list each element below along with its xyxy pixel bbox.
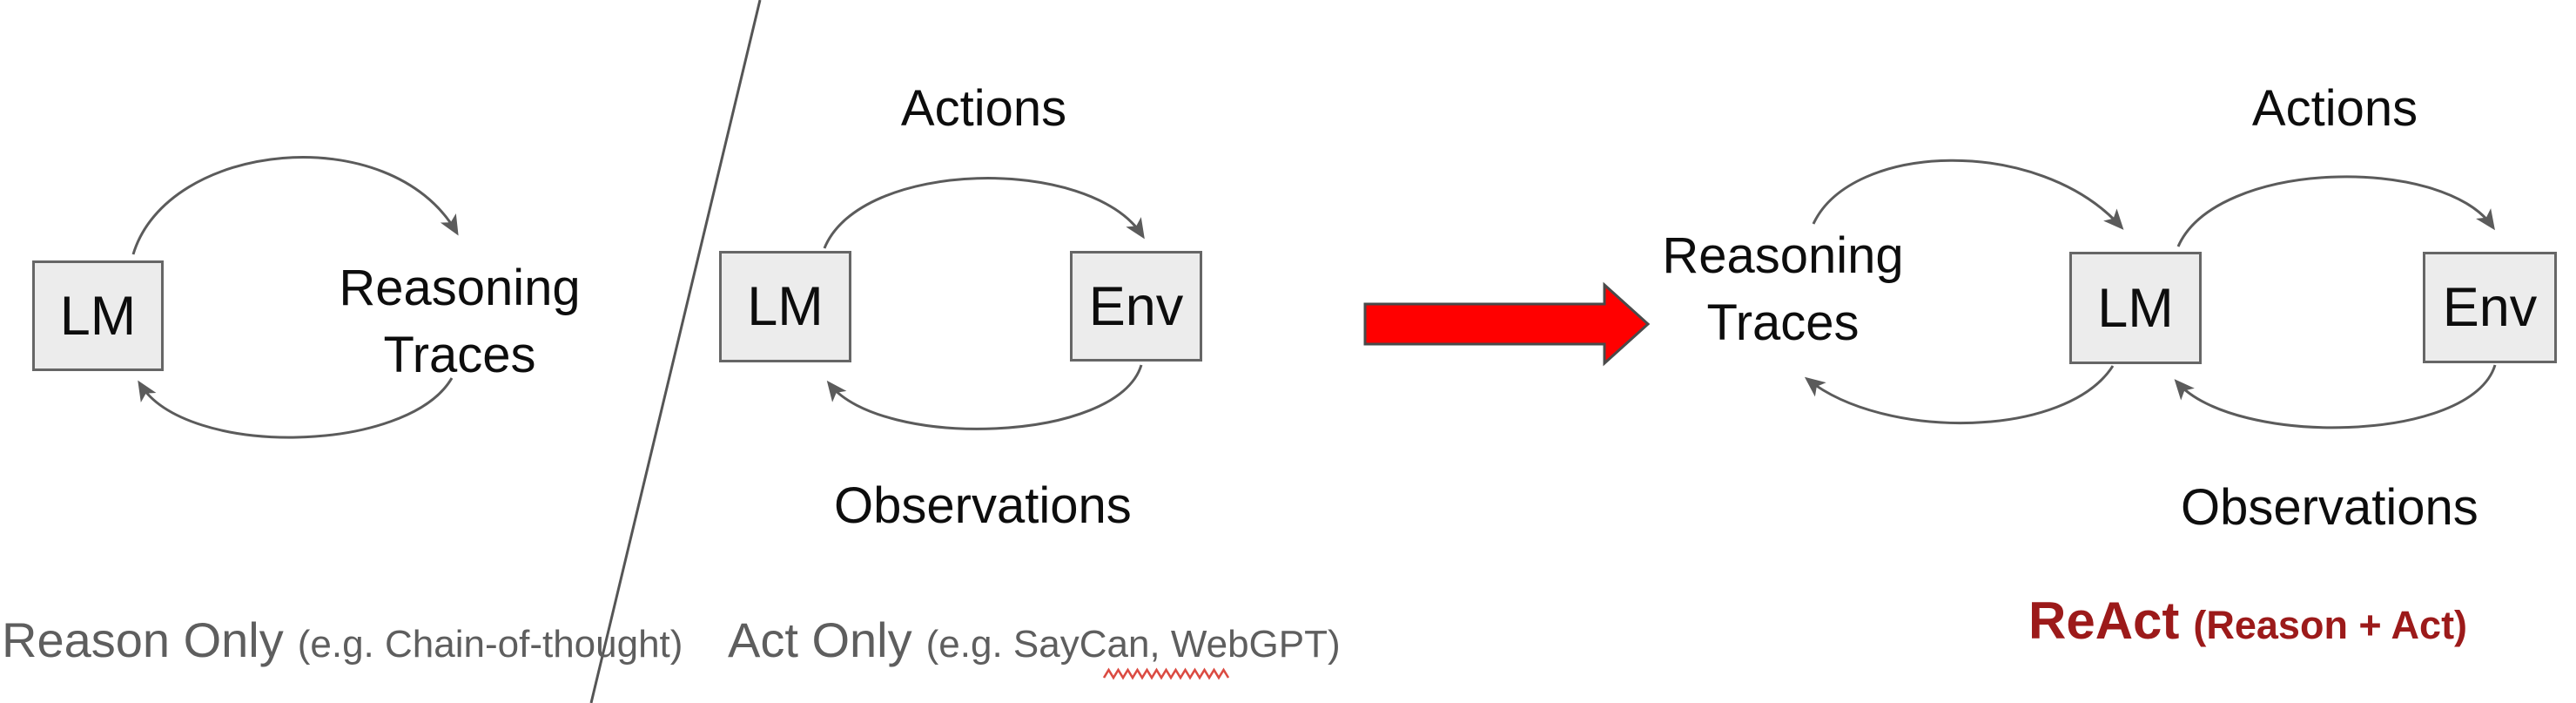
transition-arrow-icon bbox=[1363, 281, 1651, 367]
act-only-caption-note: (e.g. SayCan, WebGPT) bbox=[925, 623, 1341, 666]
reason-only-caption: Reason Only (e.g. Chain-of-thought) bbox=[2, 612, 683, 668]
react-observations-label: Observations bbox=[2181, 479, 2478, 536]
act-only-observations-label: Observations bbox=[834, 477, 1132, 534]
env-box-label: Env bbox=[2442, 277, 2538, 338]
act-only-lm-box: LM bbox=[719, 251, 851, 362]
react-actions-label: Actions bbox=[2251, 80, 2418, 137]
lm-box-label: LM bbox=[747, 276, 824, 337]
react-caption-note: (Reason + Act) bbox=[2193, 603, 2468, 647]
reason-only-reasoning-traces-label: Reasoning Traces bbox=[312, 254, 608, 389]
reason-only-caption-note: (e.g. Chain-of-thought) bbox=[297, 623, 683, 666]
act-only-caption-main: Act Only bbox=[728, 612, 912, 667]
react-reasoning-traces-label: Reasoning Traces bbox=[1635, 222, 1931, 356]
react-env-box: Env bbox=[2423, 252, 2557, 363]
reasoning-line: Reasoning bbox=[339, 260, 581, 316]
act-only-actions-label: Actions bbox=[900, 80, 1067, 137]
react-caption: ReAct (Reason + Act) bbox=[2028, 591, 2467, 651]
react-reasoning-top-arc-arrow bbox=[1812, 159, 2124, 230]
act-only-env-box: Env bbox=[1070, 251, 1202, 362]
react-lm-box: LM bbox=[2069, 252, 2202, 364]
reason-only-bottom-arc-arrow bbox=[138, 377, 454, 439]
reason-only-lm-box: LM bbox=[32, 260, 164, 371]
reason-only-caption-main: Reason Only bbox=[2, 612, 284, 667]
react-observations-arc-arrow bbox=[2174, 364, 2497, 429]
act-only-caption: Act Only (e.g. SayCan, WebGPT) bbox=[728, 612, 1341, 668]
lm-box-label: LM bbox=[59, 285, 137, 347]
reasoning-line: Reasoning bbox=[1662, 227, 1904, 284]
reason-only-top-arc-arrow bbox=[131, 156, 459, 255]
act-only-observations-arc-arrow bbox=[826, 364, 1143, 430]
traces-line: Traces bbox=[1706, 294, 1860, 351]
section-divider-line bbox=[589, 0, 762, 703]
spellcheck-squiggle bbox=[1102, 667, 1230, 680]
act-only-actions-arc-arrow bbox=[823, 177, 1145, 249]
env-box-label: Env bbox=[1088, 275, 1184, 337]
react-actions-arc-arrow bbox=[2176, 175, 2495, 247]
react-caption-main: ReAct bbox=[2028, 591, 2180, 650]
lm-box-label: LM bbox=[2097, 277, 2174, 339]
traces-line: Traces bbox=[383, 327, 536, 383]
react-reasoning-bottom-arc-arrow bbox=[1804, 365, 2115, 425]
